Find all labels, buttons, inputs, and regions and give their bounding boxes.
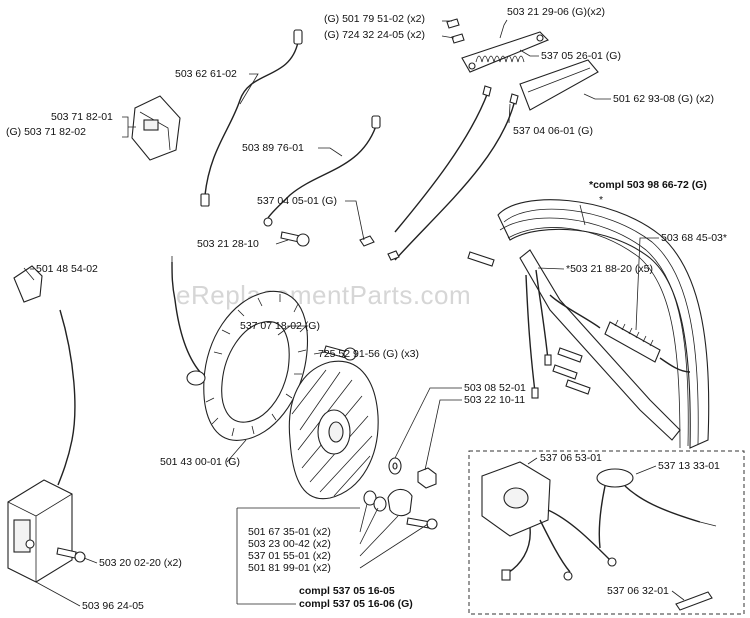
spark-plug-cap: [13, 265, 43, 303]
leader-lines: [30, 19, 685, 607]
stop-switch: [131, 95, 181, 161]
ignition-lead: [57, 309, 76, 486]
part-label-503-21-28-10: 503 21 28-10: [197, 238, 259, 250]
part-label-501-43-00-01: 501 43 00-01 (G): [160, 456, 240, 468]
part-label-501-81-99-01: 501 81 99-01 (x2): [248, 562, 331, 574]
part-label-501-67-35-01: 501 67 35-01 (x2): [248, 526, 331, 538]
short-cable-2: [263, 115, 381, 227]
part-label-724-32-24-05: (G) 724 32 24-05 (x2): [324, 29, 425, 41]
part-label-503-98-66-72: *compl 503 98 66-72 (G): [589, 179, 707, 191]
part-label-503-08-52-01: 503 08 52-01: [464, 382, 526, 394]
part-label-503-89-76-01: 503 89 76-01: [242, 142, 304, 154]
part-label-537-05-16-05: compl 537 05 16-05: [299, 585, 395, 597]
heater-cover: [519, 59, 599, 111]
ignition-module: [7, 479, 73, 583]
part-label-537-05-16-06: compl 537 05 16-06 (G): [299, 598, 413, 610]
part-label-503-71-82-02: (G) 503 71 82-02: [6, 126, 86, 138]
module-screw: [56, 547, 86, 563]
part-label-503-68-45-03: 503 68 45-03*: [661, 232, 727, 244]
part-label-asterisk: *: [599, 194, 604, 206]
watermark: eReplacementParts.com: [176, 280, 472, 310]
starter-pawls: [363, 488, 438, 530]
screw-top-left: [280, 231, 310, 247]
part-label-501-48-54-02: 501 48 54-02: [36, 263, 98, 275]
heater-clip: [675, 591, 713, 611]
part-label-503-22-10-11: 503 22 10-11: [464, 394, 526, 406]
heating-element: [549, 204, 691, 373]
part-label-503-23-00-42: 503 23 00-42 (x2): [248, 538, 331, 550]
coil-screws: [323, 345, 357, 361]
handle-bar-assembly: [497, 199, 710, 449]
part-label-503-21-29-06: 503 21 29-06 (G)(x2): [507, 6, 606, 18]
part-label-537-05-26-01: 537 05 26-01 (G): [541, 50, 621, 62]
part-label-537-07-18-02: 537 07 18-02 (G): [240, 320, 320, 332]
part-label-503-21-88-20: *503 21 88-20 (x5): [566, 263, 653, 275]
short-cable-1: [200, 29, 303, 207]
part-label-501-62-93-08: 501 62 93-08 (G) (x2): [613, 93, 714, 105]
inset-frame: [468, 450, 745, 615]
heater-screw-pair: [446, 18, 465, 44]
handle-heater-plate: [461, 31, 549, 73]
part-label-725-52-91-56: 725 52 91-56 (G) (x3): [318, 348, 419, 360]
thermostat: [596, 468, 717, 549]
part-label-503-20-02-20: 503 20 02-20 (x2): [99, 557, 182, 569]
part-label-501-79-51-02: (G) 501 79 51-02 (x2): [324, 13, 425, 25]
part-label-503-62-61-02: 503 62 61-02: [175, 68, 237, 80]
part-label-537-04-05-01: 537 04 05-01 (G): [257, 195, 337, 207]
part-label-503-71-82-01: 503 71 82-01: [51, 111, 113, 123]
handle-screws: [467, 251, 591, 399]
part-label-537-06-32-01: 537 06 32-01: [607, 585, 669, 597]
part-label-503-96-24-05: 503 96 24-05: [82, 600, 144, 612]
flywheel-washer-nut: [388, 457, 437, 489]
heater-wires: [359, 85, 519, 261]
part-label-537-04-06-01: 537 04 06-01 (G): [513, 125, 593, 137]
part-label-537-06-53-01: 537 06 53-01: [540, 452, 602, 464]
generator-coil: [171, 256, 309, 441]
flywheel: [288, 360, 379, 500]
part-label-537-01-55-01: 537 01 55-01 (x2): [248, 550, 331, 562]
carb-heater-pad: [481, 461, 617, 581]
part-label-537-13-33-01: 537 13 33-01: [658, 460, 720, 472]
